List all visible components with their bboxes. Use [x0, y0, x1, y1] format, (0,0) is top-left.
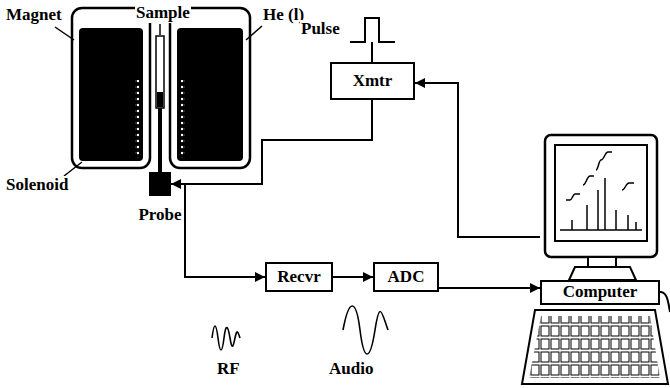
pulse-shape: [350, 18, 395, 42]
signal-label: Audio: [328, 360, 374, 379]
sample-label: Sample: [135, 4, 191, 23]
pulse-label: Pulse: [300, 20, 341, 39]
audio-waveform: [343, 306, 388, 354]
leader-line: [159, 24, 161, 35]
liquid-helium: [177, 28, 243, 161]
spectrum: [560, 152, 642, 230]
node-text: Xmtr: [353, 72, 393, 91]
transmitter-box: Xmtr: [330, 62, 415, 100]
signal-label: RF: [216, 360, 241, 379]
magnet-drawing: [72, 8, 250, 173]
adc-box: ADC: [373, 262, 439, 292]
solenoid-coil: [181, 80, 185, 158]
node-text: Recvr: [277, 268, 320, 287]
monitor-stand: [588, 257, 616, 267]
probe-block: Probe: [149, 172, 171, 196]
leader-line: [55, 27, 74, 40]
signal-connector: [171, 184, 265, 277]
magnet-dewar: [170, 8, 250, 168]
probe-stem: [158, 108, 162, 173]
helium-label: He (l): [262, 6, 305, 25]
sample-fill: [157, 92, 163, 107]
node-text: Probe: [138, 206, 181, 225]
computer-drawing: [522, 135, 670, 384]
node-text: Computer: [540, 280, 660, 305]
solenoid-label: Solenoid: [5, 176, 69, 195]
magnet-dewar: [72, 8, 150, 168]
receiver-box: Recvr: [265, 262, 333, 292]
leader-line: [246, 26, 262, 40]
leader-lines: [55, 24, 262, 176]
monitor-base: [569, 267, 636, 280]
monitor: [545, 135, 657, 257]
sample-tube: [156, 36, 164, 108]
signal-connector: [171, 100, 372, 184]
magnet-label: Magnet: [5, 6, 63, 25]
leader-line: [64, 162, 82, 176]
keyboard-keys: [529, 316, 660, 378]
pulse-wire: [371, 42, 373, 62]
signal-connector: [333, 276, 373, 278]
pulse-symbol: [350, 18, 395, 62]
liquid-helium: [79, 28, 143, 161]
signal-connector: [415, 83, 540, 237]
solenoid-coil: [135, 80, 139, 158]
keyboard: [522, 310, 668, 384]
rf-waveform: [212, 326, 240, 350]
signal-connector: [439, 287, 540, 289]
cable: [660, 292, 670, 312]
node-text: ADC: [388, 268, 425, 287]
computer-box: Computer: [540, 140, 662, 305]
screen: [555, 145, 647, 241]
waveforms: [212, 306, 388, 354]
